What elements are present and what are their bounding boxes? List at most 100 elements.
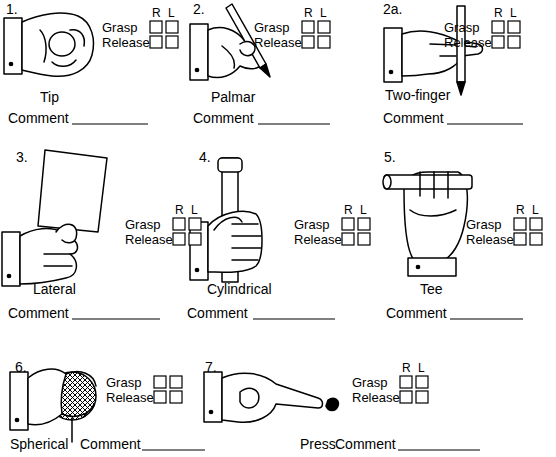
- comment-label: Comment: [8, 306, 69, 320]
- shirt-cuff: [204, 372, 222, 422]
- checkbox: [416, 391, 428, 403]
- comment-underline: [450, 318, 523, 319]
- finger-line: [222, 42, 255, 68]
- side-letter: R: [304, 7, 313, 19]
- side-letter: L: [532, 204, 539, 216]
- finger-line: [40, 30, 84, 67]
- panel-number: 3.: [16, 150, 28, 164]
- checkbox: [514, 218, 526, 230]
- grasp-name: Tip: [40, 90, 59, 104]
- checkbox: [492, 36, 504, 48]
- pressed-object: [326, 398, 338, 410]
- ball-stem: [71, 418, 73, 442]
- checkbox: [154, 376, 166, 388]
- comment-label: Comment: [386, 306, 447, 320]
- row-label: Release: [444, 36, 492, 49]
- thumb-outline: [56, 224, 77, 243]
- checkbox: [530, 233, 542, 245]
- checkbox: [342, 233, 354, 245]
- checkbox: [189, 233, 201, 245]
- row-label: Grasp: [294, 218, 329, 231]
- checkbox: [189, 218, 201, 230]
- shirt-cuff: [190, 24, 208, 80]
- checkbox: [150, 36, 162, 48]
- checkbox: [318, 21, 330, 33]
- shirt-cuff: [408, 258, 456, 276]
- checkbox: [173, 218, 185, 230]
- tip-pinch-ring: [49, 32, 75, 56]
- side-letter: L: [360, 204, 367, 216]
- checkbox: [318, 36, 330, 48]
- side-letter: R: [344, 204, 353, 216]
- shirt-cuff: [10, 372, 28, 430]
- grasp-name: Palmar: [211, 90, 255, 104]
- row-label: Grasp: [125, 218, 160, 231]
- checkbox: [508, 36, 520, 48]
- grasp-name: Cylindrical: [207, 282, 272, 296]
- side-letter: R: [494, 7, 503, 19]
- row-label: Release: [125, 233, 173, 246]
- pencil-tip: [260, 64, 270, 77]
- comment-underline: [72, 318, 160, 319]
- grasp-name: Lateral: [33, 282, 76, 296]
- side-letter: L: [168, 7, 175, 19]
- checkbox: [166, 36, 178, 48]
- panel-number: 1.: [6, 2, 18, 16]
- row-label: Release: [106, 391, 154, 404]
- side-letter: R: [152, 7, 161, 19]
- tee-handle: [384, 175, 472, 189]
- grasp-name: Two-finger: [385, 88, 450, 102]
- panel-number: 6.: [15, 360, 27, 374]
- panel-number: 5.: [384, 150, 396, 164]
- comment-underline: [258, 123, 330, 124]
- side-letter: R: [516, 204, 525, 216]
- checkbox: [170, 376, 182, 388]
- row-label: Release: [254, 36, 302, 49]
- grasp-name: Press: [300, 437, 336, 451]
- comment-label: Comment: [187, 306, 248, 320]
- row-label: Grasp: [106, 376, 141, 389]
- row-label: Grasp: [102, 21, 137, 34]
- checkbox: [492, 21, 504, 33]
- cuff-button: [389, 70, 392, 73]
- comment-label: Comment: [8, 111, 69, 125]
- cuff-button: [195, 268, 198, 271]
- shirt-cuff: [384, 28, 402, 82]
- row-label: Release: [466, 233, 514, 246]
- grasp-name: Spherical: [10, 437, 68, 451]
- checkbox: [358, 218, 370, 230]
- row-label: Grasp: [352, 376, 387, 389]
- checkbox: [302, 36, 314, 48]
- comment-underline: [253, 318, 335, 319]
- row-label: Release: [102, 36, 150, 49]
- checkbox: [358, 233, 370, 245]
- hand-outline: [28, 369, 66, 425]
- hand-outline: [22, 13, 93, 76]
- cuff-button: [416, 265, 419, 268]
- hand-outline: [208, 28, 262, 78]
- checkbox: [154, 391, 166, 403]
- tee-handle-end: [383, 175, 391, 189]
- row-label: Grasp: [444, 21, 479, 34]
- comment-label: Comment: [383, 111, 444, 125]
- side-letter: L: [418, 362, 425, 374]
- comment-label: Comment: [335, 437, 396, 451]
- checkbox: [514, 233, 526, 245]
- row-label: Release: [352, 391, 400, 404]
- checkbox: [416, 376, 428, 388]
- shirt-cuff: [2, 232, 20, 286]
- panel-number: 7.: [205, 360, 217, 374]
- cuff-button: [195, 68, 198, 71]
- cylinder-cap: [218, 158, 242, 172]
- checkbox: [170, 391, 182, 403]
- curled-finger: [240, 388, 259, 408]
- finger-line: [62, 372, 96, 417]
- checkbox: [166, 21, 178, 33]
- checkbox: [400, 391, 412, 403]
- side-letter: R: [402, 362, 411, 374]
- cuff-button: [9, 62, 12, 65]
- comment-underline: [447, 123, 523, 124]
- finger-line: [44, 254, 72, 266]
